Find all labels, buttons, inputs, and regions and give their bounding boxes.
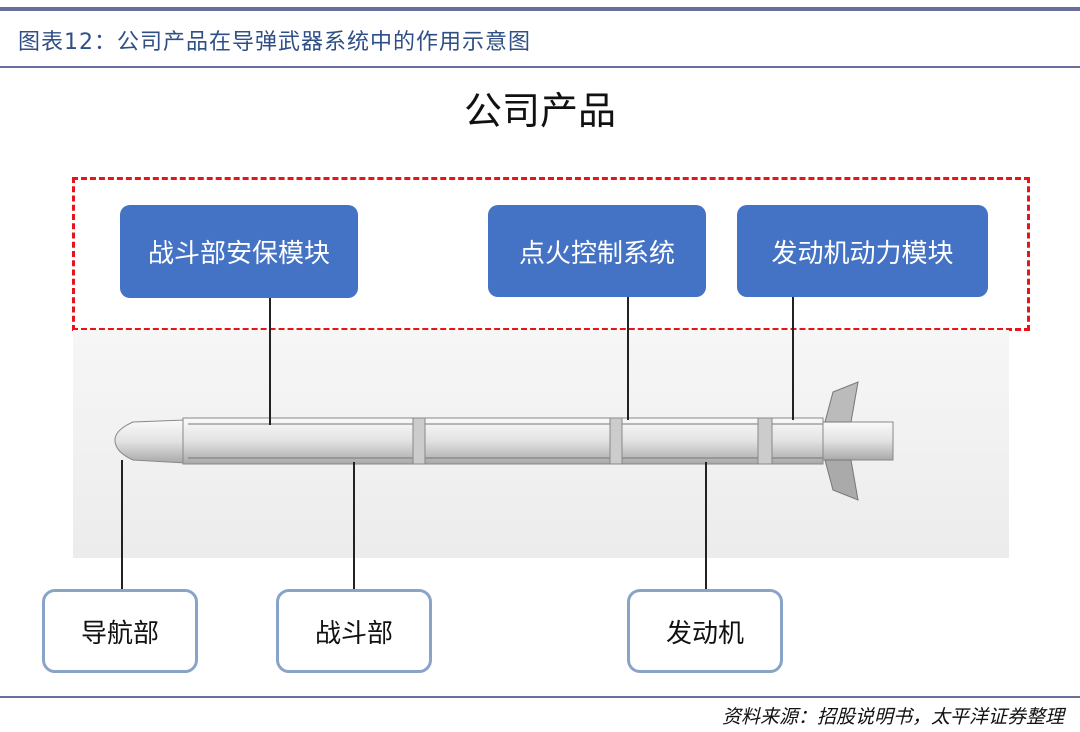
part-navigation: 导航部 (42, 589, 198, 673)
missile-illustration (73, 330, 1009, 558)
top-rule (0, 7, 1080, 11)
source-note: 资料来源：招股说明书，太平洋证券整理 (721, 706, 1064, 728)
connector-line (705, 462, 707, 590)
connector-line (353, 462, 355, 590)
part-engine: 发动机 (627, 589, 783, 673)
connector-line (269, 298, 271, 425)
title-rule (0, 66, 1080, 68)
part-warhead: 战斗部 (276, 589, 432, 673)
company-products-group (72, 177, 1030, 331)
connector-line (627, 297, 629, 420)
diagram-heading: 公司产品 (463, 89, 616, 133)
connector-line (792, 297, 794, 420)
connector-line (121, 460, 123, 590)
product-engine-power-module: 发动机动力模块 (737, 205, 988, 297)
footer-rule (0, 696, 1080, 698)
product-ignition-control-system: 点火控制系统 (488, 205, 706, 297)
figure-title: 图表12：公司产品在导弹武器系统中的作用示意图 (18, 30, 531, 55)
product-warhead-safety-module: 战斗部安保模块 (120, 205, 358, 298)
